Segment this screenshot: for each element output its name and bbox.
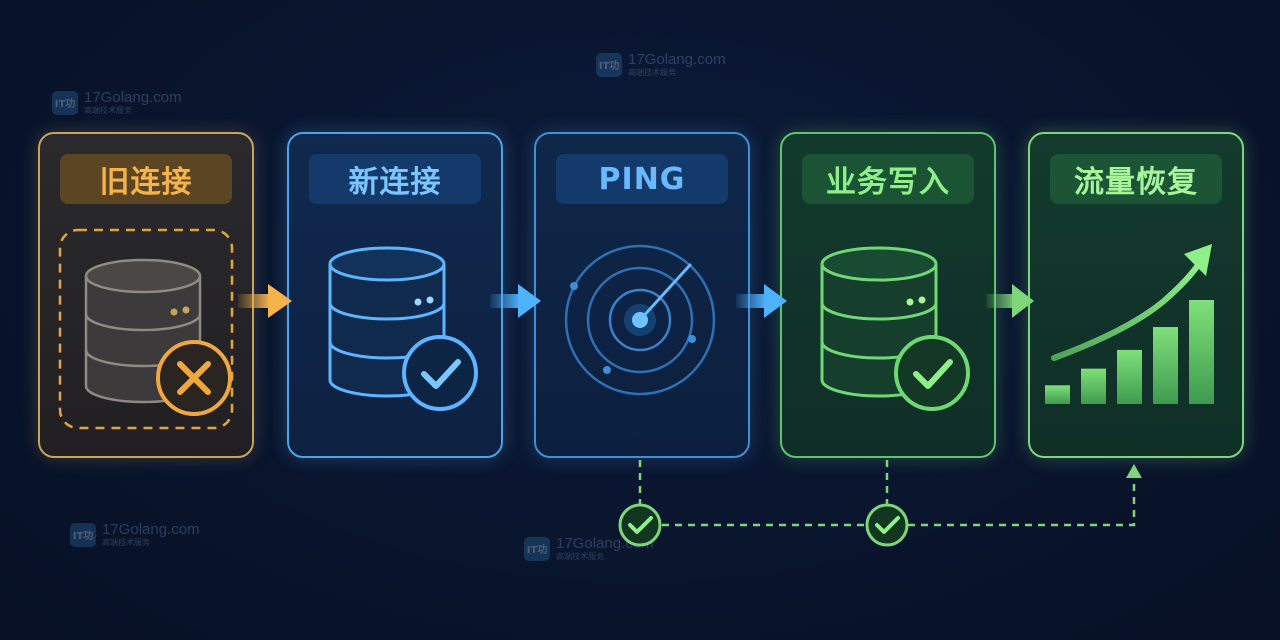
arrow-icon bbox=[490, 284, 541, 318]
watermark-site: 17Golang.com bbox=[628, 51, 726, 68]
watermark-tagline: 高端技术服务 bbox=[556, 552, 604, 561]
arrow-icon bbox=[238, 284, 292, 318]
watermark-logo: IT功 bbox=[70, 522, 96, 547]
growth-chart-icon bbox=[1045, 244, 1214, 404]
growth-bar bbox=[1045, 385, 1070, 404]
growth-bar bbox=[1081, 368, 1106, 404]
watermark-tagline: 高端技术服务 bbox=[102, 538, 150, 547]
confirmation-path bbox=[638, 460, 1142, 527]
watermark-tagline: 高端技术服务 bbox=[628, 68, 676, 77]
watermark-logo: IT功 bbox=[524, 536, 550, 561]
watermark-logo: IT功 bbox=[52, 90, 78, 115]
step-label: 新连接 bbox=[309, 154, 481, 204]
step-label: 旧连接 bbox=[60, 154, 232, 204]
step-label: 业务写入 bbox=[802, 154, 974, 204]
watermark-tagline: 高端技术服务 bbox=[84, 106, 132, 115]
step-label: 流量恢复 bbox=[1050, 154, 1222, 204]
check-circle-icon bbox=[618, 503, 662, 547]
step-label: PING bbox=[556, 154, 728, 204]
watermark-site: 17Golang.com bbox=[102, 521, 200, 538]
database-check-icon bbox=[820, 246, 970, 411]
growth-bar bbox=[1189, 300, 1214, 404]
watermark-site: 17Golang.com bbox=[84, 89, 182, 106]
arrow-icon bbox=[986, 284, 1034, 318]
database-check-icon bbox=[328, 246, 478, 411]
radar-icon bbox=[564, 244, 716, 396]
growth-bar bbox=[1117, 349, 1142, 404]
check-circle-icon bbox=[865, 503, 909, 547]
growth-bar bbox=[1153, 327, 1178, 404]
watermark-logo: IT功 bbox=[596, 52, 622, 77]
arrow-icon bbox=[736, 284, 787, 318]
step-card-ping: PING bbox=[534, 132, 750, 458]
database-error-icon bbox=[58, 228, 234, 430]
